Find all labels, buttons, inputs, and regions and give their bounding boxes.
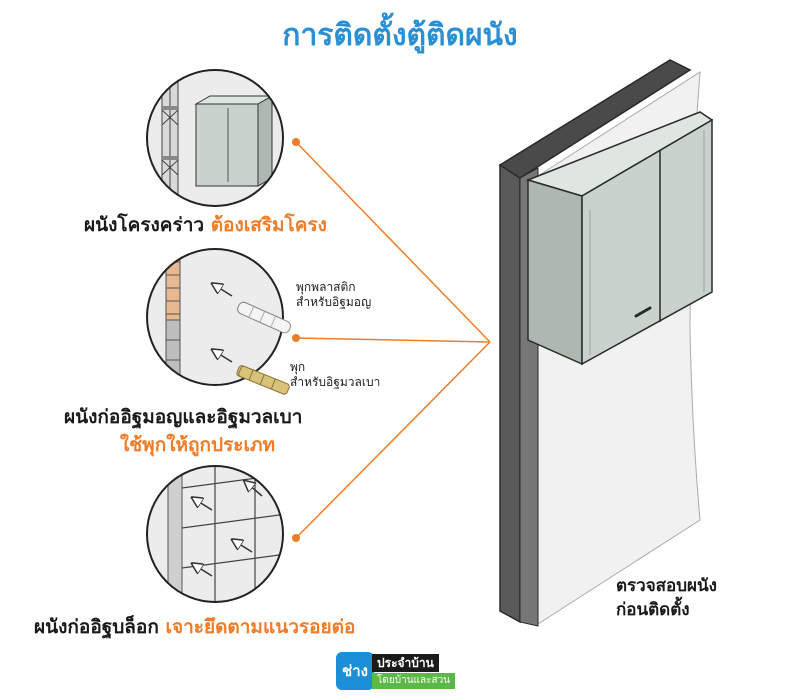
check-wall-line-2: ก่อนติดตั้ง (616, 600, 690, 620)
plastic-anchor-use: สำหรับอิฐมอญ (296, 295, 372, 309)
detail-circle-brick-wall (146, 248, 292, 395)
step-3-text: ผนังก่ออิฐบล็อก (34, 616, 159, 638)
step-2-text: ผนังก่ออิฐมอญและอิฐมวลเบา (64, 406, 303, 428)
step-3-highlight: เจาะยึดตามแนวรอยต่อ (165, 616, 356, 638)
connector-lines (295, 141, 491, 539)
metal-anchor-note: พุก สำหรับอิฐมวลเบา (290, 360, 380, 390)
step-1-highlight: ต้องเสริมโครง (210, 214, 327, 236)
check-wall-note: ตรวจสอบผนัง ก่อนติดตั้ง (616, 574, 717, 622)
check-wall-line-1: ตรวจสอบผนัง (616, 576, 717, 596)
brand-logo: ช่าง ประจำบ้าน โดยบ้านและสวน (336, 652, 456, 692)
plastic-anchor-name: พุกพลาสติก (296, 280, 356, 294)
plastic-anchor-note: พุกพลาสติก สำหรับอิฐมอญ (296, 280, 371, 310)
step-2-highlight: ใช้พุกให้ถูกประเภท (120, 434, 276, 456)
detail-circle-stud-wall (146, 69, 284, 207)
cabinet-illustration (525, 111, 714, 366)
logo-mark: ช่าง (336, 652, 374, 690)
logo-top-text: ประจำบ้าน (372, 654, 439, 672)
page-title: การติดตั้งตู้ติดผนัง (282, 18, 518, 53)
step-1-text: ผนังโครงคร่าว (84, 214, 205, 236)
step-2-highlight-row: ใช้พุกให้ถูกประเภท (120, 430, 275, 460)
detail-circle-block-wall (146, 465, 284, 603)
metal-anchor-use: สำหรับอิฐมวลเบา (290, 375, 381, 389)
step-3-label: ผนังก่ออิฐบล็อก เจาะยึดตามแนวรอยต่อ (34, 612, 355, 642)
logo-bottom-text: โดยบ้านและสวน (372, 673, 456, 689)
step-1-label: ผนังโครงคร่าว ต้องเสริมโครง (84, 210, 327, 240)
connector-dots (292, 138, 300, 542)
metal-anchor-name: พุก (290, 360, 306, 374)
step-2-label: ผนังก่ออิฐมอญและอิฐมวลเบา (64, 402, 302, 432)
